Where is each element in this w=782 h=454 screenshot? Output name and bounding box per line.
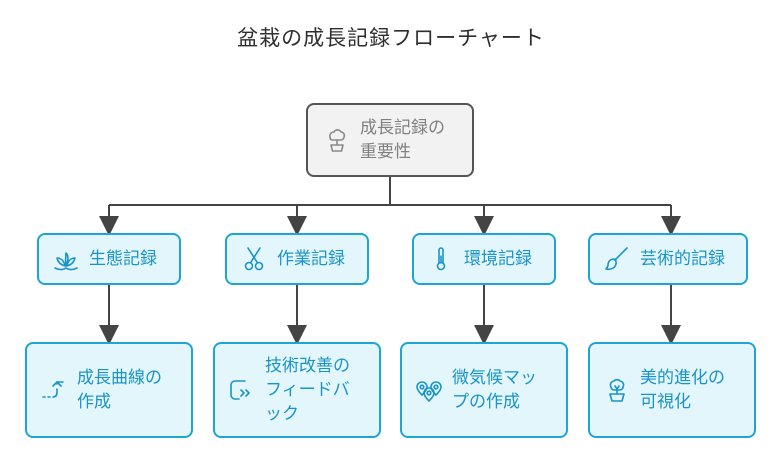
root-label: 成長記録の 重要性: [360, 118, 445, 162]
trend-arrow-icon: [39, 375, 69, 405]
detail-label: 技術改善の フィードバ ック: [265, 356, 350, 424]
detail-node-aesthetic-evolution[interactable]: 美的進化の 可視化: [588, 342, 756, 438]
potted-tree-icon: [602, 375, 632, 405]
diagram-title: 盆栽の成長記録フローチャート: [237, 26, 545, 50]
detail-label: 成長曲線の 作成: [77, 368, 162, 412]
pruning-shears-icon: [239, 244, 269, 274]
detail-label: 美的進化の 可視化: [640, 368, 725, 412]
map-pins-icon: [414, 375, 444, 405]
category-node-work[interactable]: 作業記録: [225, 233, 369, 285]
detail-label: 微気候マッ プの作成: [452, 368, 537, 412]
detail-node-microclimate-map[interactable]: 微気候マッ プの作成: [400, 342, 568, 438]
detail-node-feedback[interactable]: 技術改善の フィードバ ック: [213, 342, 381, 438]
bonsai-tree-icon: [322, 125, 352, 155]
sprout-icon: [51, 244, 81, 274]
category-node-environment[interactable]: 環境記録: [412, 233, 556, 285]
category-label: 芸術的記録: [640, 249, 725, 269]
detail-node-growth-curve[interactable]: 成長曲線の 作成: [25, 342, 193, 438]
category-label: 生態記録: [89, 249, 157, 269]
category-label: 環境記録: [464, 249, 532, 269]
thermometer-icon: [426, 244, 456, 274]
category-node-ecology[interactable]: 生態記録: [37, 233, 181, 285]
root-node[interactable]: 成長記録の 重要性: [306, 103, 474, 177]
feedback-loop-icon: [227, 375, 257, 405]
category-label: 作業記録: [277, 249, 345, 269]
paintbrush-icon: [602, 244, 632, 274]
category-node-artistic[interactable]: 芸術的記録: [588, 233, 748, 285]
